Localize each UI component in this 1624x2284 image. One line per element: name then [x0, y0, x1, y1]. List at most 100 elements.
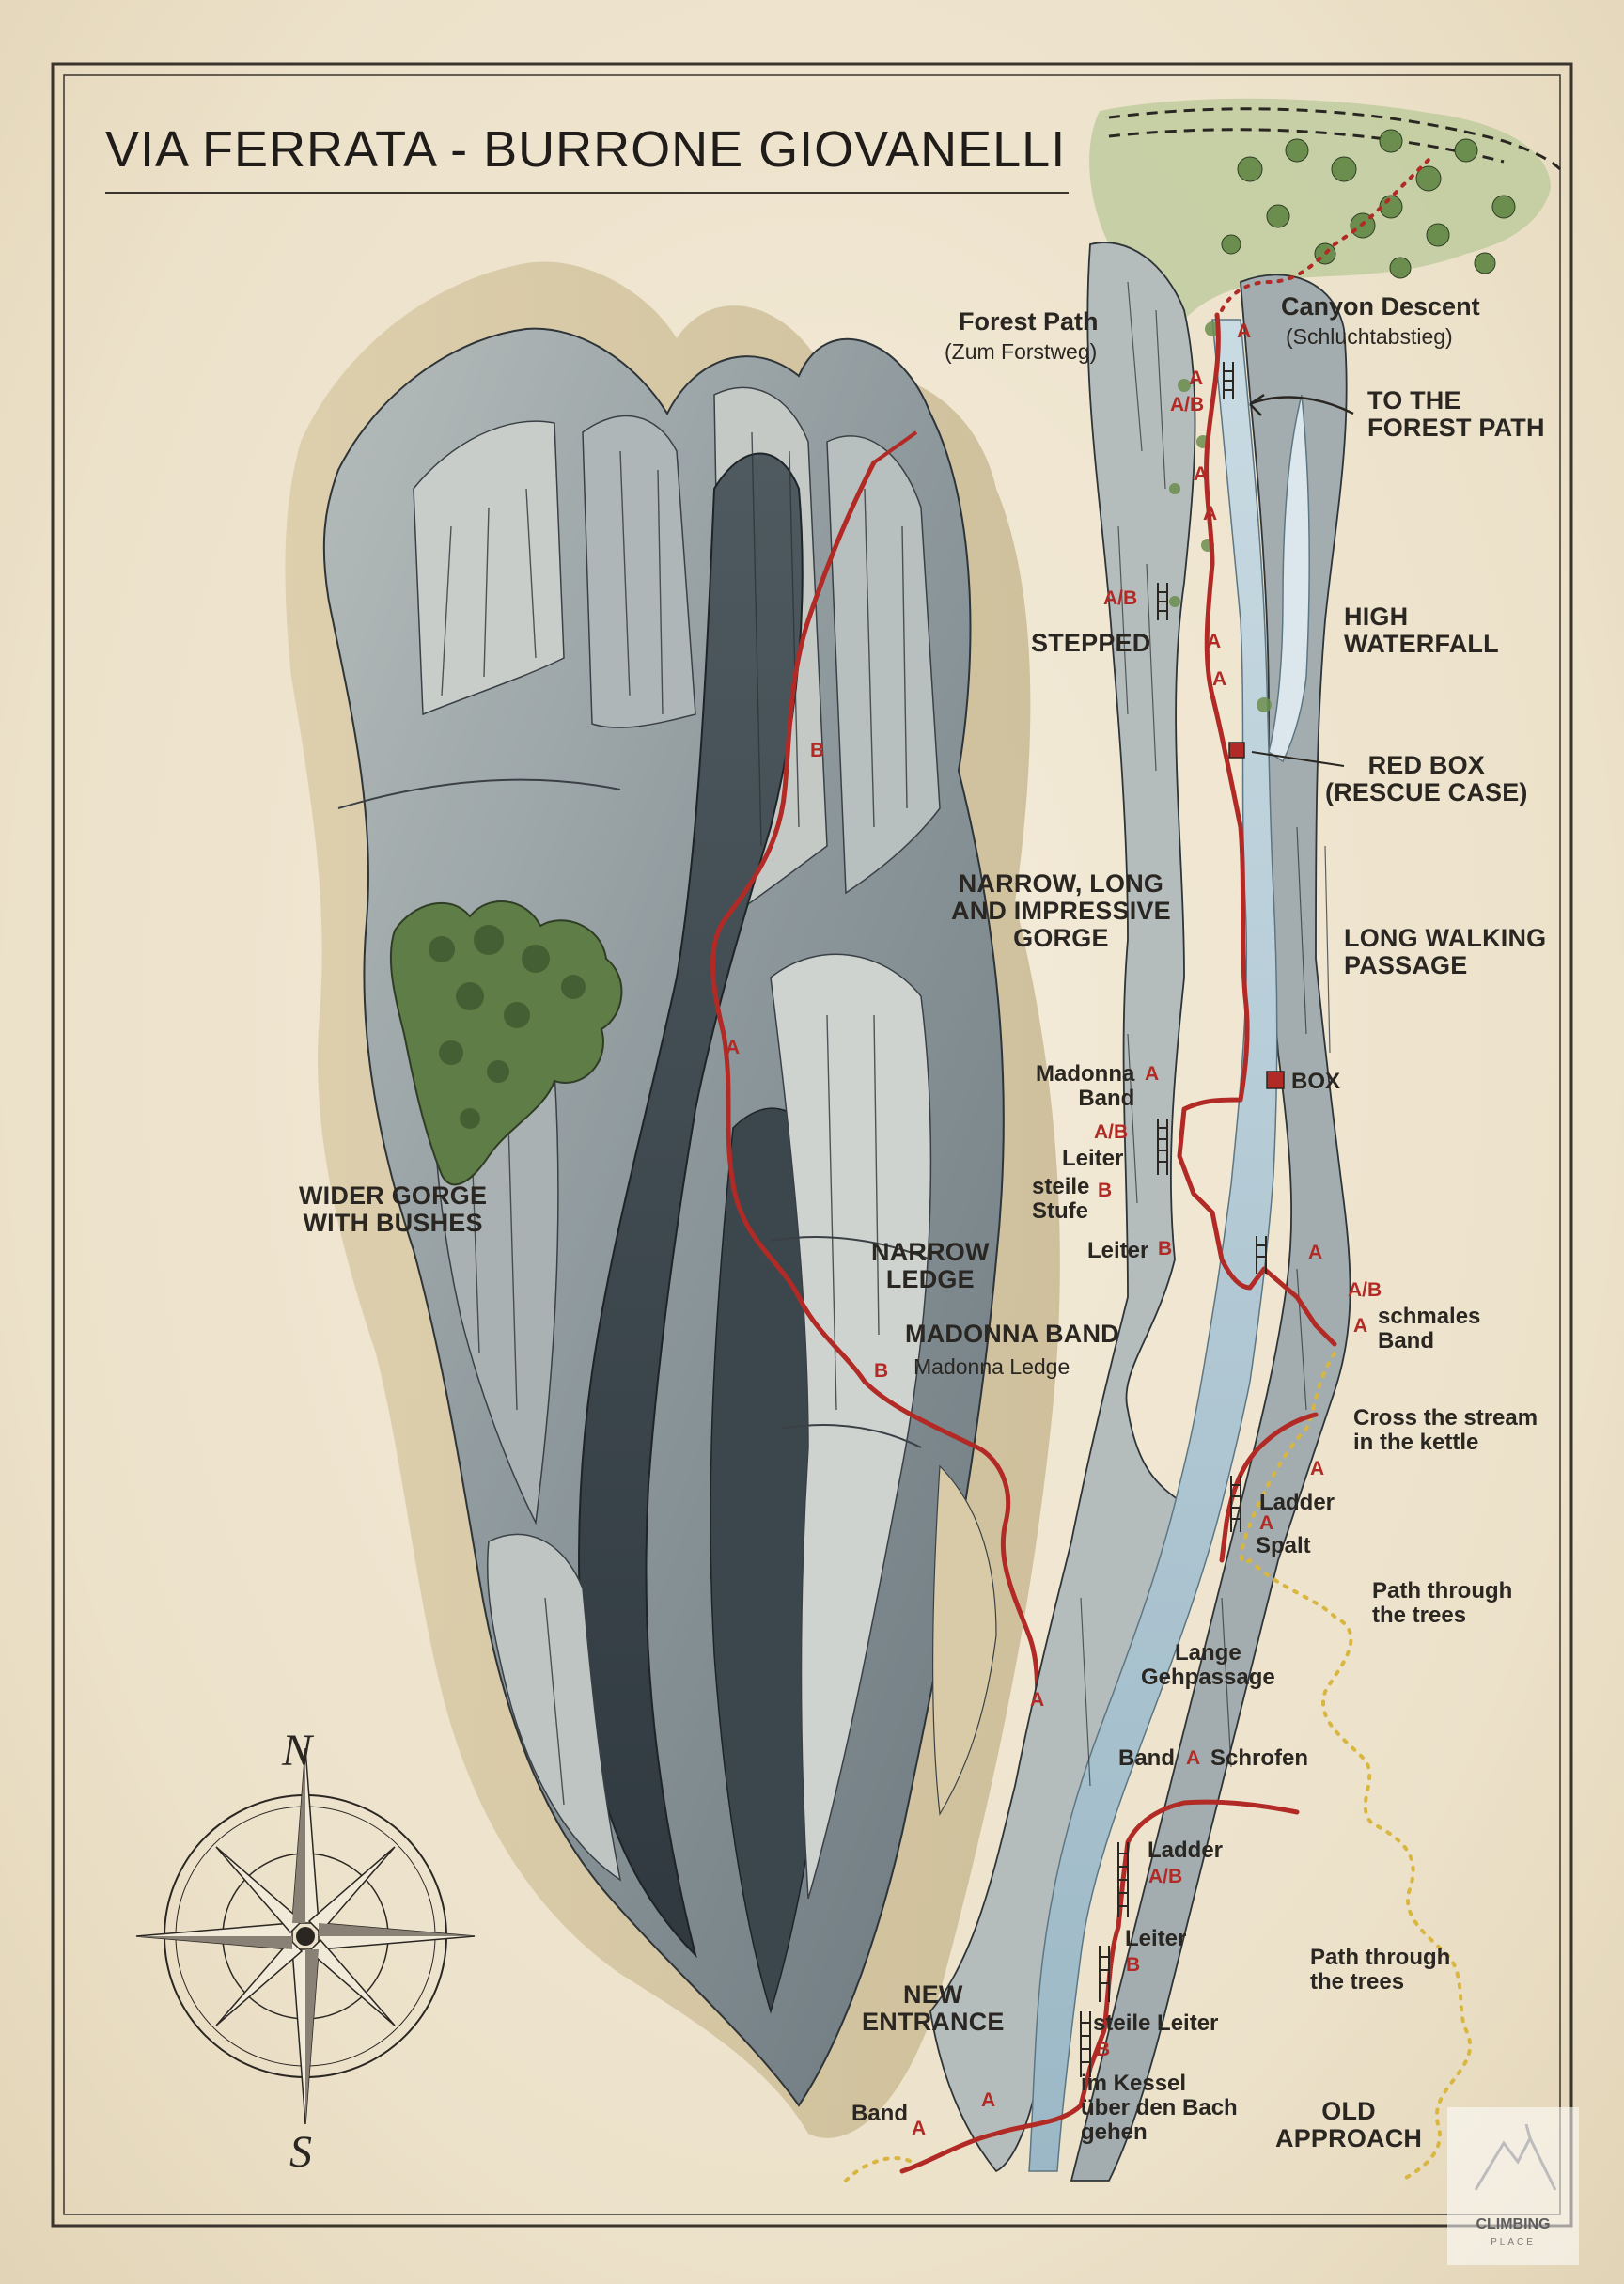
river: [1028, 319, 1278, 2172]
label-forest-path: Forest Path: [959, 307, 1099, 336]
label-old-approach: OLD APPROACH: [1275, 2097, 1423, 2153]
grade-a-right1: A: [1308, 1242, 1323, 1263]
grade-a-top2: A: [1189, 368, 1204, 389]
grade-a-top4: A: [1203, 503, 1218, 524]
page-title: VIA FERRATA - BURRONE GIOVANELLI: [105, 121, 1067, 178]
logo-name: CLIMBING: [1476, 2216, 1551, 2232]
grade-a-left-mid: A: [726, 1037, 741, 1058]
label-band-schrofen-a: Band: [1118, 1745, 1175, 1771]
ladder-icons: [1080, 362, 1267, 2077]
label-im-kessel: im Kessel über den Bach gehen: [1081, 2071, 1238, 2145]
label-narrow-gorge: NARROW, LONG AND IMPRESSIVE GORGE: [951, 869, 1171, 953]
arrow-red-box: [1251, 751, 1345, 767]
label-band-bottom: Band: [851, 2101, 908, 2126]
label-narrow-ledge: NARROW LEDGE: [871, 1238, 990, 1294]
label-wider-gorge: WIDER GORGE WITH BUSHES: [299, 1181, 488, 1238]
label-leiter-1: Leiter: [1062, 1146, 1124, 1171]
grade-a-schmales: A: [1353, 1315, 1368, 1337]
compass-rose: [135, 1747, 476, 2125]
label-lange-gehpassage: Lange Gehpassage: [1141, 1640, 1275, 1690]
climbing-place-logo: CLIMBING PLACE: [1447, 2107, 1579, 2265]
grade-a-top3: A: [1194, 463, 1209, 485]
grade-b-left-top: B: [810, 740, 825, 761]
grade-ab-madonna: A/B: [1094, 1121, 1129, 1143]
label-long-walking: LONG WALKING PASSAGE: [1344, 924, 1547, 980]
rock-face-4: [826, 435, 941, 895]
outer-frame: [51, 62, 1573, 2228]
right-gorge-strip: [929, 98, 1562, 2182]
forest-road-2: [1108, 128, 1505, 164]
label-canyon-descent-de: (Schluchtabstieg): [1286, 324, 1453, 349]
grade-ab-top: A/B: [1170, 394, 1205, 415]
grade-canyon: A: [1237, 321, 1252, 342]
ledge-line-3: [770, 1236, 931, 1260]
scree-slope: [931, 1464, 997, 1816]
label-canyon-descent: Canyon Descent: [1281, 292, 1480, 321]
label-red-box: RED BOX (RESCUE CASE): [1325, 751, 1528, 807]
label-cross-stream: Cross the stream in the kettle: [1353, 1405, 1538, 1455]
ledge-line-4: [779, 1424, 922, 1448]
label-path-trees-1: Path through the trees: [1372, 1578, 1513, 1628]
ledge-line-1: [337, 778, 621, 809]
grade-a-spalt: A: [1259, 1512, 1274, 1534]
label-to-forest-path: TO THE FOREST PATH: [1367, 386, 1545, 443]
right-route-line: [1177, 312, 1337, 1347]
grade-a-step1: A: [1207, 631, 1222, 652]
label-leiter-3: Leiter: [1125, 1926, 1187, 1951]
red-box-marker: [1228, 742, 1245, 759]
label-high-waterfall: HIGH WATERFALL: [1344, 602, 1499, 659]
grade-b-leiter3: B: [1126, 1954, 1141, 1976]
compass-north-label: N: [282, 1726, 313, 1776]
label-spalt: Spalt: [1256, 1533, 1311, 1558]
grade-ab-right: A/B: [1348, 1279, 1382, 1301]
left-route-spur: [872, 430, 918, 464]
label-new-entrance: NEW ENTRANCE: [862, 1980, 1005, 2037]
label-forest-path-de: (Zum Forstweg): [945, 339, 1098, 364]
inner-frame: [63, 74, 1561, 2215]
logo-sub: PLACE: [1491, 2237, 1536, 2247]
arrow-to-forest-path: [1249, 396, 1354, 415]
grade-a-schrofen: A: [1186, 1747, 1201, 1769]
high-waterfall: [1268, 394, 1311, 763]
label-path-trees-2: Path through the trees: [1310, 1945, 1451, 1995]
dotted-path-top: [1220, 158, 1430, 312]
label-madonna-band-big: MADONNA BAND: [905, 1320, 1119, 1348]
grade-b-left-madonna: B: [874, 1360, 889, 1382]
dotted-path-old-approach: [844, 2156, 914, 2182]
compass-south-label: S: [289, 2127, 312, 2177]
rock-face-2: [582, 415, 696, 728]
label-ladder-1: Ladder: [1259, 1490, 1335, 1515]
label-steile-leiter: steile Leiter: [1093, 2010, 1219, 2036]
label-box: BOX: [1291, 1069, 1341, 1094]
grade-ab-ladder2: A/B: [1148, 1866, 1183, 1887]
forest-road: [1108, 107, 1562, 171]
dark-chasm: [578, 452, 804, 1959]
left-route-line: [710, 460, 1041, 1770]
bushes: [389, 900, 623, 1186]
label-stepped: STEPPED: [1031, 629, 1151, 657]
grade-a-madonna: A: [1145, 1063, 1160, 1085]
label-ladder-2: Ladder: [1148, 1838, 1224, 1863]
grade-b-steile: B: [1098, 1180, 1113, 1201]
box-marker: [1266, 1071, 1285, 1089]
grade-a-step2: A: [1212, 668, 1227, 690]
label-band-schrofen-b: Schrofen: [1210, 1745, 1309, 1771]
dotted-path-trees-1: [1239, 1352, 1473, 2182]
title-underline: [105, 192, 1069, 194]
label-madonna-band: Madonna Band: [1036, 1061, 1135, 1111]
rock-face-7: [486, 1533, 622, 1882]
right-route-cross: [1219, 1412, 1319, 1563]
forest-meadow: [1089, 98, 1551, 320]
grade-b-leiter: B: [1158, 1238, 1173, 1259]
arrow-to-forest-path-head: [1249, 393, 1265, 416]
label-steile-stufe: steile Stufe: [1032, 1174, 1090, 1224]
grade-a-new-entrance: A: [981, 2089, 996, 2111]
label-madonna-ledge: Madonna Ledge: [914, 1354, 1070, 1379]
label-leiter-2: Leiter: [1087, 1238, 1149, 1263]
left-gorge-illustration: [285, 261, 1060, 2138]
grade-ab-stepped: A/B: [1103, 587, 1138, 609]
grade-a-left-low: A: [1030, 1689, 1045, 1711]
grade-b-steile-leiter: B: [1096, 2039, 1111, 2060]
grade-a-band-bottom: A: [912, 2118, 927, 2139]
